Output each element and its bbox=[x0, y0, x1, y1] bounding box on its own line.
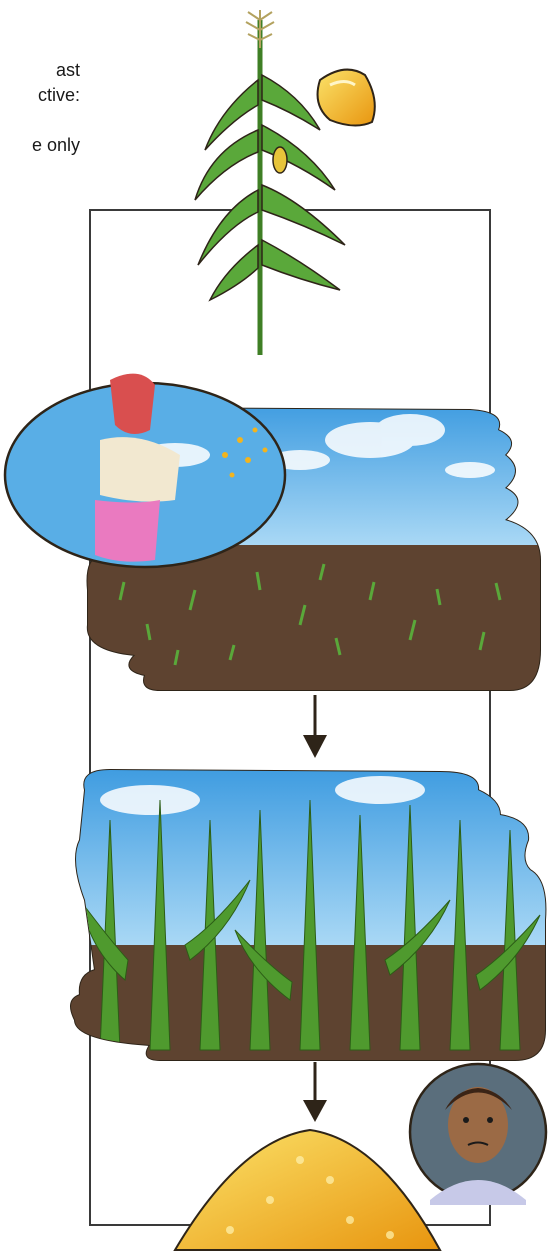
arrow-down-icon-2 bbox=[303, 1062, 327, 1122]
worried-person-portrait bbox=[410, 1064, 546, 1205]
cycle-frame bbox=[90, 210, 490, 1225]
corn-field-panel bbox=[70, 765, 550, 1065]
grain-pile-icon bbox=[175, 1130, 440, 1250]
farmer-sowing-portrait bbox=[5, 374, 285, 567]
arrow-down-icon bbox=[303, 695, 327, 758]
corn-plant-icon bbox=[195, 10, 345, 355]
corn-kernel-icon bbox=[318, 70, 375, 126]
